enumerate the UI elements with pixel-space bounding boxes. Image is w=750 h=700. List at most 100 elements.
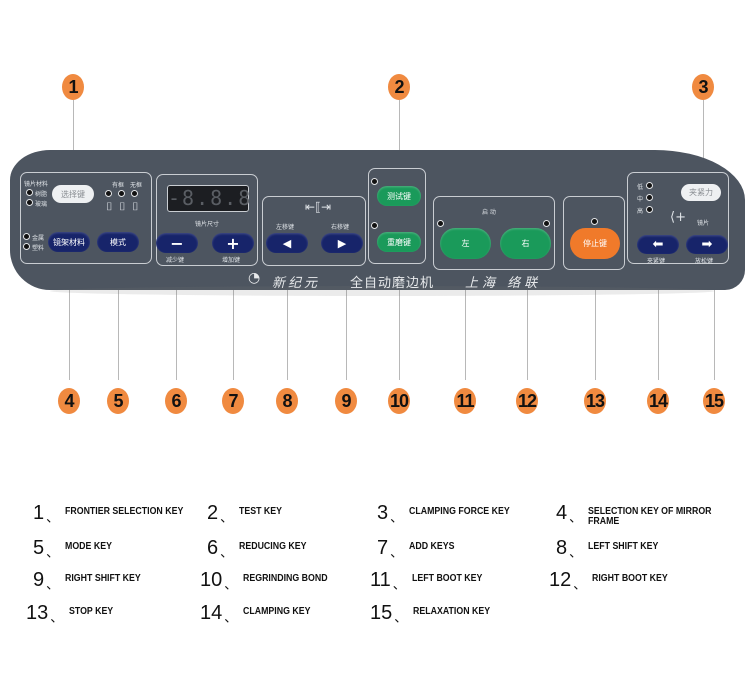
shift-group: [262, 196, 366, 266]
legend-item: 14、CLAMPING KEY: [200, 602, 311, 626]
frame-material-key[interactable]: 镜架材料: [48, 232, 90, 252]
clamp-right-arrow-icon: ➡: [701, 237, 713, 252]
led-frame-2: [118, 190, 125, 197]
callout-7: 7: [222, 388, 244, 414]
clamping-key-label: 夹紧键: [647, 258, 666, 265]
leader-line-4: [69, 250, 70, 380]
led-clamp-high: [646, 206, 653, 213]
resin-label: 树脂: [35, 191, 48, 198]
left-shift-label: 左移键: [276, 224, 295, 231]
reduce-key[interactable]: −: [156, 233, 198, 253]
lens-label: 镜片: [697, 220, 710, 227]
legend-item: 9、RIGHT SHIFT KEY: [33, 569, 141, 593]
callout-5: 5: [107, 388, 129, 414]
callout-13: 13: [584, 388, 606, 414]
leader-line-3: [703, 100, 704, 190]
left-shift-key[interactable]: ◀: [266, 233, 308, 253]
reduce-key-label: 减少键: [166, 257, 185, 264]
mode-key[interactable]: 模式: [97, 232, 139, 252]
legend-item: 13、STOP KEY: [26, 602, 114, 626]
without-frame-label: 无框: [130, 182, 143, 189]
legend-item: 2、TEST KEY: [207, 502, 283, 526]
leader-line-11: [465, 250, 466, 380]
left-boot-key[interactable]: 左: [440, 228, 491, 259]
add-key[interactable]: +: [212, 233, 254, 253]
frame-shape-icon-3: ⌷: [132, 200, 139, 213]
callout-15: 15: [703, 388, 725, 414]
lens-select-key[interactable]: 选择键: [52, 185, 94, 203]
leader-line-9: [346, 250, 347, 380]
led-resin: [26, 189, 33, 196]
callout-4: 4: [58, 388, 80, 414]
led-clamp-mid: [646, 194, 653, 201]
lens-material-label: 镜片材料: [24, 181, 49, 188]
regrind-key[interactable]: 重磨键: [377, 232, 421, 252]
legend-item: 10、REGRINDING BOND: [200, 569, 328, 593]
leader-line-13: [595, 250, 596, 380]
legend-item: 12、RIGHT BOOT KEY: [549, 569, 669, 593]
leader-line-14: [658, 250, 659, 380]
legend-item: 1、FRONTIER SELECTION KEY: [33, 502, 184, 526]
led-plastic: [23, 243, 30, 250]
lens-size-label: 镜片尺寸: [195, 221, 220, 228]
lens-size-group: [156, 174, 258, 266]
led-regrind: [371, 222, 378, 229]
legend-item: 7、ADD KEYS: [377, 537, 455, 561]
legend-item: 6、REDUCING KEY: [207, 537, 307, 561]
callout-10: 10: [388, 388, 410, 414]
clamping-key[interactable]: ⬅: [637, 235, 679, 254]
led-frame-1: [105, 190, 112, 197]
clamping-force-key[interactable]: 夹紧力: [681, 184, 721, 201]
legend-item: 11、LEFT BOOT KEY: [370, 569, 483, 593]
leader-line-15: [714, 250, 715, 380]
legend-item: 15、RELAXATION KEY: [370, 602, 491, 626]
leader-line-6: [176, 250, 177, 380]
clamp-left-arrow-icon: ⬅: [652, 237, 664, 252]
lens-frame-group: [20, 172, 152, 264]
brand-logo-icon: ◔: [248, 270, 261, 286]
callout-6: 6: [165, 388, 187, 414]
test-regrind-group: [368, 168, 426, 264]
stop-key[interactable]: 停止键: [570, 228, 620, 259]
leader-line-8: [287, 250, 288, 380]
lens-clamp-icon: ⟨+: [670, 210, 686, 225]
right-shift-key[interactable]: ▶: [321, 233, 363, 253]
led-frame-3: [131, 190, 138, 197]
callout-9: 9: [335, 388, 357, 414]
maker-name: 上海 络联: [465, 276, 542, 291]
lens-size-display: -8.8.8: [167, 185, 253, 212]
frame-shape-icon-1: ⌷: [106, 200, 113, 213]
leader-line-12: [527, 250, 528, 380]
led-clamp-low: [646, 182, 653, 189]
left-arrow-icon: ◀: [282, 236, 292, 250]
start-group: [433, 196, 555, 270]
led-stop: [591, 218, 598, 225]
callout-12: 12: [516, 388, 538, 414]
clamp-mid-label: 中: [637, 196, 644, 203]
callout-1: 1: [62, 74, 84, 100]
legend-item: 4、SELECTION KEY OF MIRROR FRAME: [556, 502, 712, 527]
start-label: 启 动: [482, 209, 496, 216]
callout-2: 2: [388, 74, 410, 100]
led-test: [371, 178, 378, 185]
leader-line-7: [233, 250, 234, 380]
relaxation-key[interactable]: ➡: [686, 235, 728, 254]
product-name: 全自动磨边机: [350, 276, 435, 291]
metal-label: 金属: [32, 235, 45, 242]
legend-item: 5、MODE KEY: [33, 537, 113, 561]
clamp-group: [627, 172, 729, 264]
test-key[interactable]: 测试键: [377, 186, 421, 206]
callout-8: 8: [276, 388, 298, 414]
stop-group: [563, 196, 625, 270]
callout-14: 14: [647, 388, 669, 414]
led-glass: [26, 199, 33, 206]
led-metal: [23, 233, 30, 240]
clamp-low-label: 低: [637, 184, 644, 191]
led-start-right: [543, 220, 550, 227]
led-start-left: [437, 220, 444, 227]
glass-label: 玻璃: [35, 201, 48, 208]
right-shift-label: 右移键: [331, 224, 350, 231]
brand-name: 新纪元: [272, 276, 321, 291]
right-boot-key[interactable]: 右: [500, 228, 551, 259]
callout-11: 11: [454, 388, 476, 414]
